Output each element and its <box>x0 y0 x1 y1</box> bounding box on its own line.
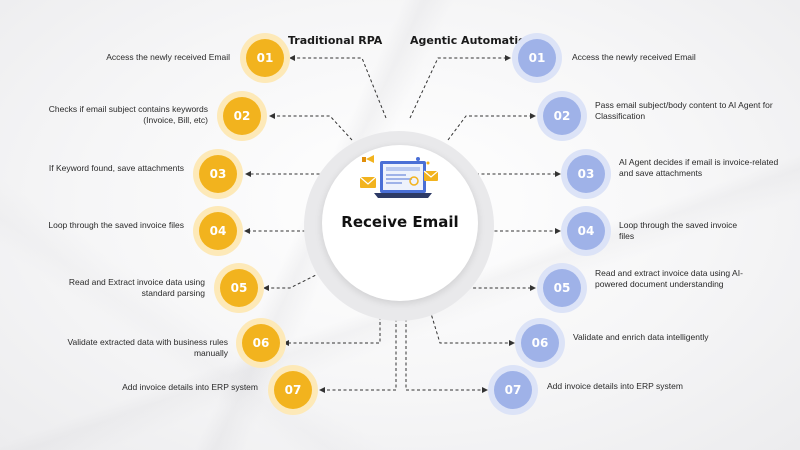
rpa-step-node-06: 06 <box>236 318 286 368</box>
agentic-step-label-04: Loop through the saved invoice files <box>619 220 738 241</box>
rpa-step-number: 07 <box>274 371 312 409</box>
rpa-step-node-05: 05 <box>214 263 264 313</box>
connector-agentic-02 <box>447 113 536 141</box>
connector-rpa-06 <box>283 300 381 346</box>
rpa-step-node-01: 01 <box>240 33 290 83</box>
agentic-step-label-02: Pass email subject/body content to AI Ag… <box>595 100 773 121</box>
agentic-step-node-07: 07 <box>488 365 538 415</box>
agentic-step-number: 02 <box>543 97 581 135</box>
agentic-step-label-06: Validate and enrich data intelligently <box>573 332 709 342</box>
connector-agentic-01 <box>409 55 511 119</box>
agentic-step-number: 05 <box>543 269 581 307</box>
rpa-step-label-02: Checks if email subject contains keyword… <box>48 104 208 125</box>
connector-agentic-07 <box>405 280 488 393</box>
agentic-step-node-02: 02 <box>537 91 587 141</box>
rpa-step-number: 06 <box>242 324 280 362</box>
connector-agentic-06 <box>421 283 515 346</box>
rpa-step-number: 01 <box>246 39 284 77</box>
connector-rpa-02 <box>269 113 353 141</box>
rpa-step-node-03: 03 <box>193 149 243 199</box>
agentic-step-node-01: 01 <box>512 33 562 83</box>
agentic-step-number: 07 <box>494 371 532 409</box>
agentic-step-label-07: Add invoice details into ERP system <box>547 381 683 391</box>
email-laptop-illustration-icon <box>359 155 439 198</box>
rpa-step-label-07: Add invoice details into ERP system <box>122 382 258 392</box>
rpa-step-label-03: If Keyword found, save attachments <box>48 163 184 173</box>
rpa-step-number: 04 <box>199 212 237 250</box>
rpa-step-label-01: Access the newly received Email <box>106 52 230 62</box>
agentic-step-label-03: AI Agent decides if email is invoice-rel… <box>619 157 779 178</box>
agentic-step-number: 01 <box>518 39 556 77</box>
agentic-step-number: 06 <box>521 324 559 362</box>
rpa-step-number: 03 <box>199 155 237 193</box>
rpa-step-label-06: Validate extracted data with business ru… <box>67 337 229 358</box>
agentic-step-node-06: 06 <box>515 318 565 368</box>
heading-traditional-rpa: Traditional RPA <box>288 34 383 47</box>
rpa-step-number: 05 <box>220 269 258 307</box>
agentic-step-number: 04 <box>567 212 605 250</box>
rpa-step-node-07: 07 <box>268 365 318 415</box>
connector-rpa-01 <box>289 55 387 119</box>
agentic-step-node-05: 05 <box>537 263 587 313</box>
agentic-step-node-03: 03 <box>561 149 611 199</box>
rpa-step-number: 02 <box>223 97 261 135</box>
agentic-step-label-05: Read and extract invoice data using AI-p… <box>595 268 743 289</box>
rpa-step-node-02: 02 <box>217 91 267 141</box>
rpa-step-label-04: Loop through the saved invoice files <box>48 220 184 230</box>
center-title: Receive Email <box>341 213 459 231</box>
agentic-step-label-01: Access the newly received Email <box>572 52 696 62</box>
heading-agentic-automation: Agentic Automation <box>410 34 534 47</box>
agentic-step-number: 03 <box>567 155 605 193</box>
rpa-step-label-05: Read and Extract invoice data using stan… <box>68 277 205 298</box>
connector-rpa-07 <box>319 280 397 393</box>
rpa-step-node-04: 04 <box>193 206 243 256</box>
agentic-step-node-04: 04 <box>561 206 611 256</box>
connector-rpa-05 <box>263 267 331 291</box>
